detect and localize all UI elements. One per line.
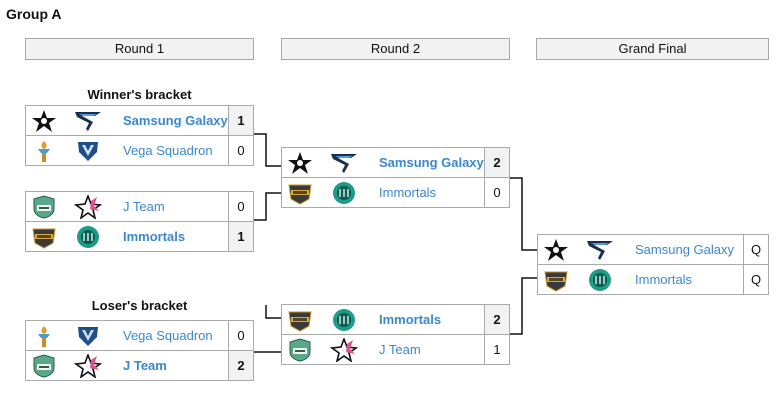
samsung-galaxy-logo-icon[interactable] — [329, 151, 359, 175]
winners-bracket-label: Winner's bracket — [87, 87, 192, 102]
group-title: Group A — [6, 6, 62, 22]
team-row-samsung-galaxy: Samsung Galaxy Q — [537, 234, 769, 265]
losers-bracket-label: Loser's bracket — [91, 298, 188, 313]
torch-region-icon — [31, 139, 57, 163]
crest-region-icon — [31, 195, 57, 219]
team-score: 1 — [228, 222, 253, 251]
team-name-link[interactable]: J Team — [123, 199, 165, 214]
team-row-j-team: J Team 2 — [25, 350, 254, 381]
star-region-icon — [287, 151, 313, 175]
team-name-link[interactable]: Vega Squadron — [123, 143, 213, 158]
banner-region-icon — [287, 308, 313, 332]
samsung-galaxy-logo-icon[interactable] — [73, 109, 103, 133]
star-region-icon — [31, 109, 57, 133]
crest-region-icon — [287, 338, 313, 362]
immortals-logo-icon[interactable] — [329, 181, 359, 205]
team-score: 1 — [228, 106, 253, 135]
round-1-header: Round 1 — [25, 38, 254, 60]
team-name-link[interactable]: J Team — [379, 342, 421, 357]
team-name-link[interactable]: Immortals — [379, 312, 442, 327]
team-score: 0 — [228, 136, 253, 165]
round-2-header: Round 2 — [281, 38, 510, 60]
j-team-logo-icon[interactable] — [73, 352, 103, 379]
team-score: 0 — [228, 192, 253, 221]
team-name-link[interactable]: Samsung Galaxy — [379, 155, 484, 170]
grand-final-header: Grand Final — [536, 38, 769, 60]
team-score: Q — [743, 235, 768, 264]
crest-region-icon — [31, 354, 57, 378]
team-row-vega-squadron: Vega Squadron 0 — [25, 320, 254, 351]
star-region-icon — [543, 238, 569, 262]
team-score: 1 — [484, 335, 509, 364]
team-row-j-team: J Team 0 — [25, 191, 254, 222]
team-score: 2 — [484, 305, 509, 334]
match-r2-losers: Immortals 2 J Team 1 — [281, 304, 510, 365]
j-team-logo-icon[interactable] — [329, 336, 359, 363]
banner-region-icon — [543, 268, 569, 292]
team-score: 2 — [484, 148, 509, 177]
immortals-logo-icon[interactable] — [585, 268, 615, 292]
team-name-link[interactable]: Samsung Galaxy — [123, 113, 228, 128]
team-row-immortals: Immortals 0 — [281, 177, 510, 208]
j-team-logo-icon[interactable] — [73, 193, 103, 220]
team-score: 0 — [228, 321, 253, 350]
banner-region-icon — [287, 181, 313, 205]
team-score: Q — [743, 265, 768, 294]
team-score: 0 — [484, 178, 509, 207]
team-row-immortals: Immortals Q — [537, 264, 769, 295]
team-name-link[interactable]: Vega Squadron — [123, 328, 213, 343]
vega-squadron-logo-icon[interactable] — [73, 139, 103, 163]
samsung-galaxy-logo-icon[interactable] — [585, 238, 615, 262]
team-score: 2 — [228, 351, 253, 380]
team-name-link[interactable]: Samsung Galaxy — [635, 242, 734, 257]
team-name-link[interactable]: Immortals — [635, 272, 693, 287]
team-name-link[interactable]: Immortals — [123, 229, 186, 244]
team-name-link[interactable]: Immortals — [379, 185, 437, 200]
match-r1-losers: Vega Squadron 0 J Team 2 — [25, 320, 254, 381]
team-row-immortals: Immortals 2 — [281, 304, 510, 335]
team-name-link[interactable]: J Team — [123, 358, 167, 373]
vega-squadron-logo-icon[interactable] — [73, 324, 103, 348]
banner-region-icon — [31, 225, 57, 249]
immortals-logo-icon[interactable] — [329, 308, 359, 332]
team-row-vega-squadron: Vega Squadron 0 — [25, 135, 254, 166]
team-row-immortals: Immortals 1 — [25, 221, 254, 252]
immortals-logo-icon[interactable] — [73, 225, 103, 249]
torch-region-icon — [31, 324, 57, 348]
team-row-j-team: J Team 1 — [281, 334, 510, 365]
